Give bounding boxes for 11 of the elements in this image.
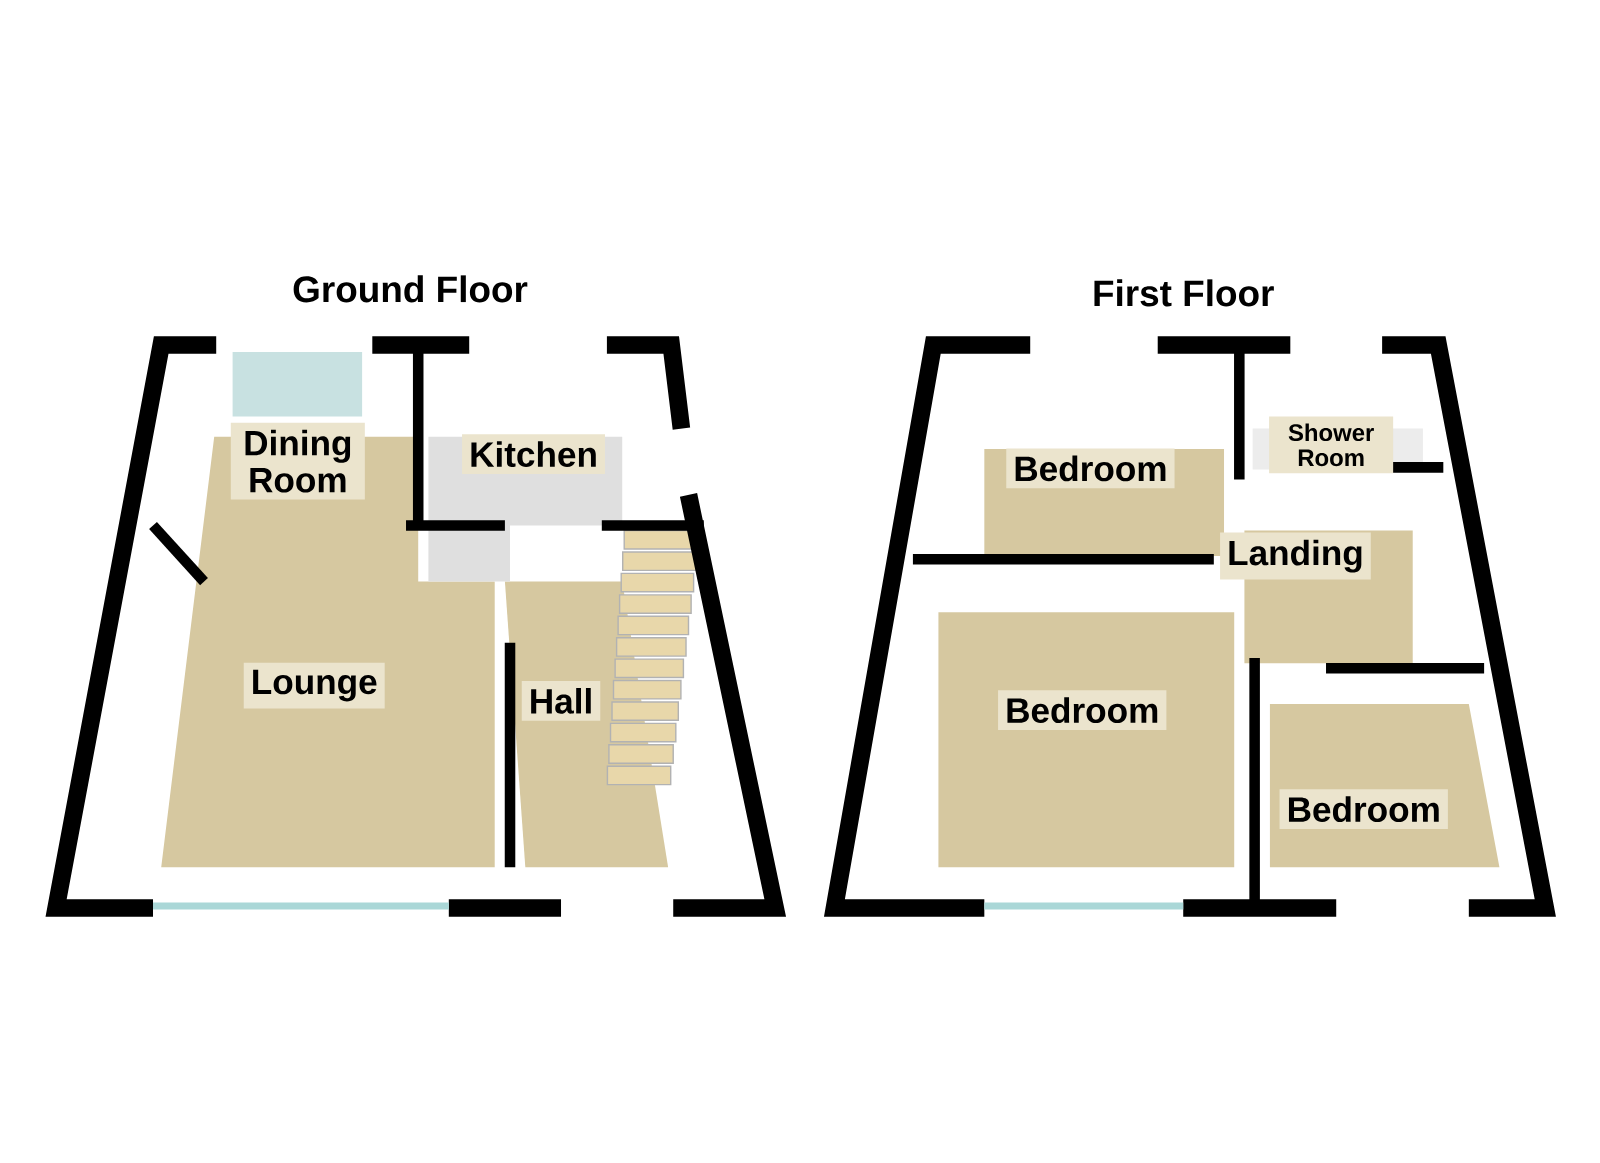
room-label: Shower Room [1269,416,1394,474]
room-label: Bedroom [1279,789,1448,830]
room-label: Landing [1220,532,1371,580]
room-label: Kitchen [462,434,605,475]
room-label: Hall [521,680,601,721]
room-label: Bedroom [1006,448,1175,489]
room-label: Bedroom [998,690,1167,731]
floor-title: Ground Floor [293,275,528,303]
room-label: Dining Room [230,422,365,500]
room-label: Lounge [243,662,385,709]
floor-title: First Floor [1094,279,1274,307]
